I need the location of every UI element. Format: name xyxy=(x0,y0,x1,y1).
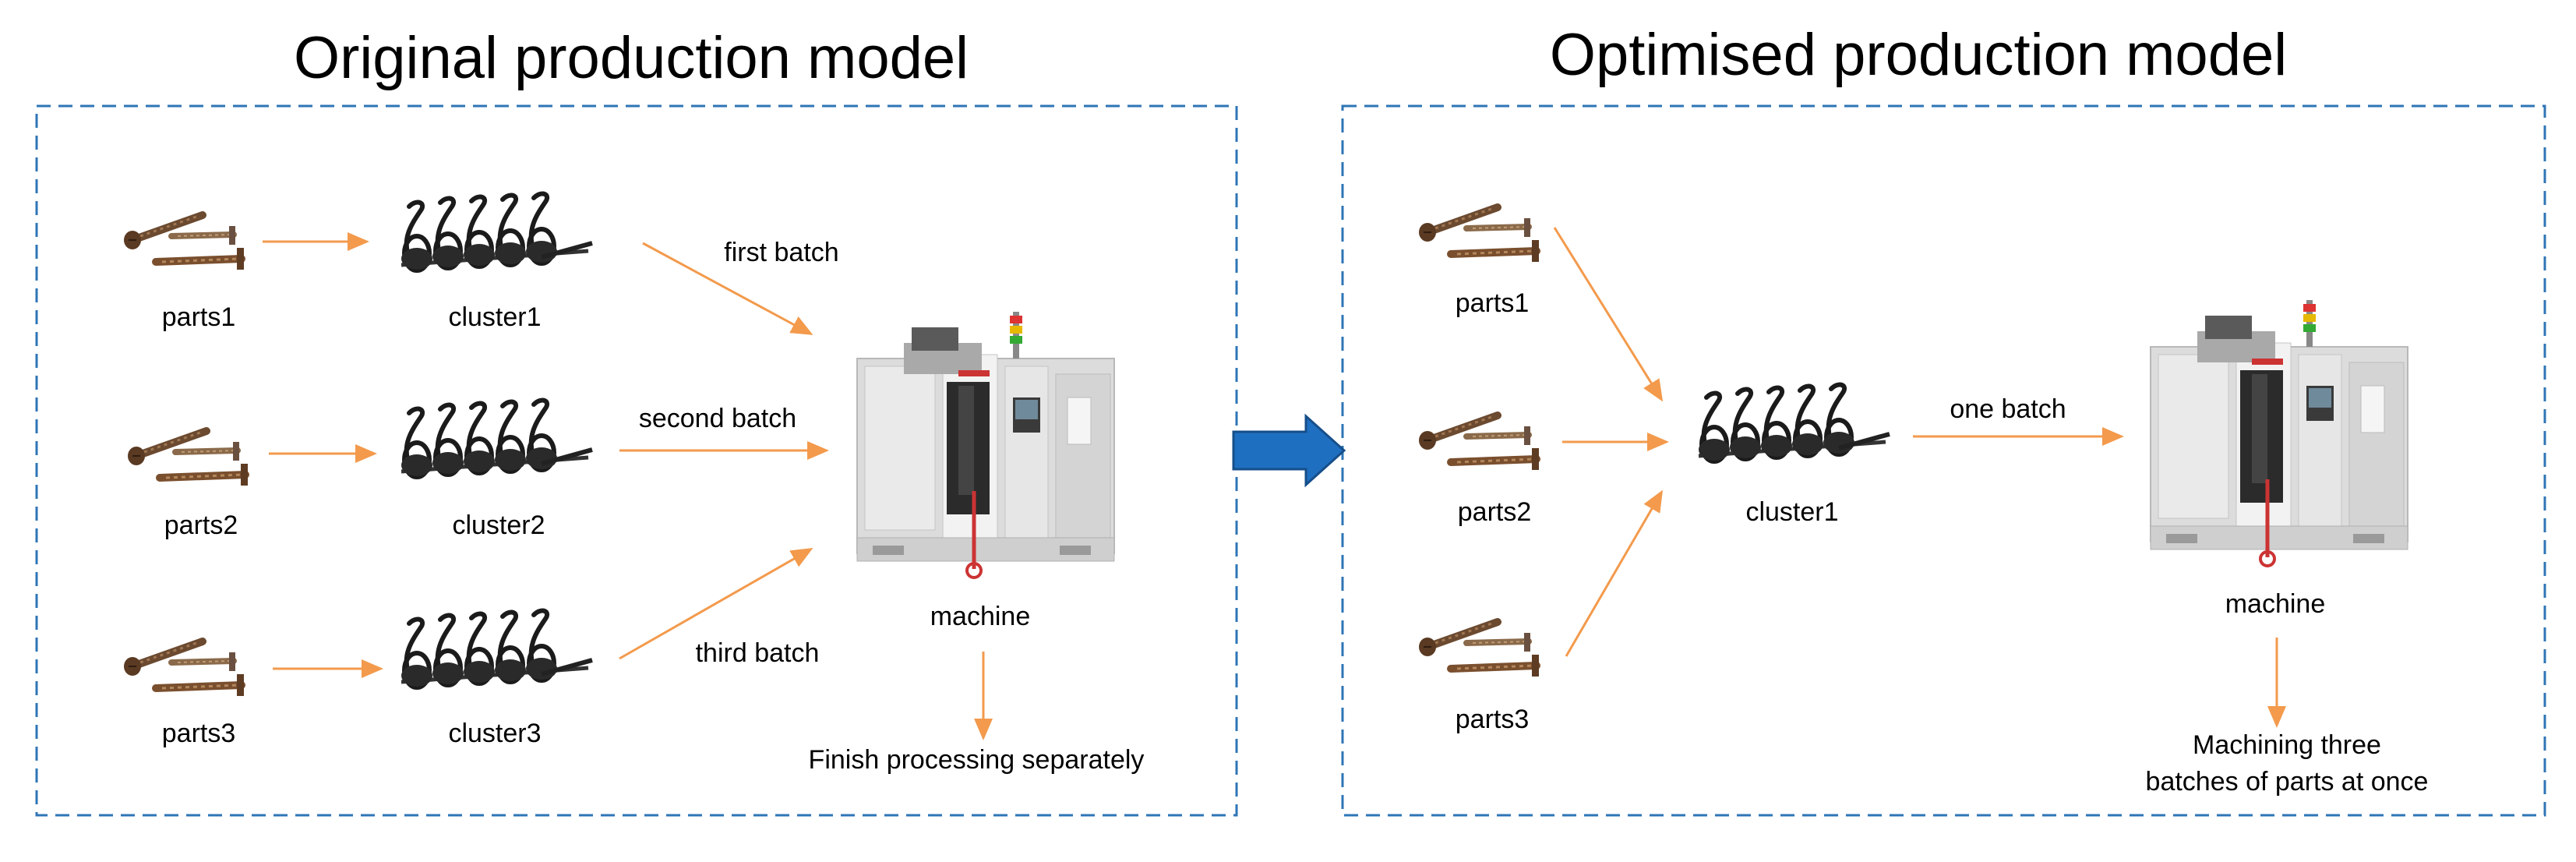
left-result-text: Finish processing separately xyxy=(809,745,1145,775)
screw-icon xyxy=(1419,207,1539,262)
left-batch-label-3: third batch xyxy=(696,638,820,668)
spring-cluster-icon xyxy=(401,194,592,270)
left-part-3: parts3 xyxy=(124,641,244,748)
right-batch-label: one batch xyxy=(1950,394,2066,424)
spring-cluster-icon xyxy=(401,401,592,477)
left-cluster-3: cluster3 xyxy=(401,611,592,748)
left-cluster-label-2: cluster2 xyxy=(452,510,545,540)
left-cluster-label-3: cluster3 xyxy=(448,719,541,748)
left-part-1: parts1 xyxy=(124,215,244,332)
left-cluster-label-1: cluster1 xyxy=(448,302,541,332)
left-cluster-2: cluster2 xyxy=(401,401,592,540)
screw-icon xyxy=(1419,415,1539,470)
right-part-3: parts3 xyxy=(1419,622,1539,734)
cnc-machine-icon xyxy=(2151,300,2408,566)
right-part-label-2: parts2 xyxy=(1458,497,1532,527)
screw-icon xyxy=(1419,622,1539,677)
left-batch-label-2: second batch xyxy=(639,404,796,433)
screw-icon xyxy=(124,215,244,270)
left-machine: machine xyxy=(857,312,1114,631)
arrow-cluster3-to-machine xyxy=(619,548,813,660)
right-panel-frame xyxy=(1341,104,2546,817)
left-part-label-2: parts2 xyxy=(164,510,238,540)
left-cluster-1: cluster1 xyxy=(401,194,592,332)
cnc-machine-icon xyxy=(857,312,1114,578)
right-machine: machine xyxy=(2151,300,2408,619)
screw-icon xyxy=(128,431,248,486)
left-panel-title: Original production model xyxy=(294,25,969,91)
arrow-cluster1-to-machine xyxy=(642,242,813,335)
arrow-part3-to-cluster xyxy=(1565,489,1664,657)
left-part-label-1: parts1 xyxy=(162,302,236,332)
right-result-line-2: batches of parts at once xyxy=(2146,767,2429,797)
left-machine-label: machine xyxy=(930,602,1031,631)
transition-arrow-icon xyxy=(1232,413,1346,488)
right-part-label-1: parts1 xyxy=(1456,288,1530,318)
right-result-line-1: Machining three xyxy=(2193,730,2381,760)
left-batch-label-1: first batch xyxy=(724,238,838,267)
spring-cluster-icon xyxy=(401,611,592,687)
right-cluster: cluster1 xyxy=(1699,385,1890,527)
screw-icon xyxy=(124,641,244,696)
left-part-2: parts2 xyxy=(128,431,248,540)
arrow-part1-to-cluster xyxy=(1553,227,1664,402)
right-part-2: parts2 xyxy=(1419,415,1539,527)
right-part-1: parts1 xyxy=(1419,207,1539,318)
right-machine-label: machine xyxy=(2225,589,2326,619)
right-cluster-label: cluster1 xyxy=(1745,497,1838,527)
left-part-label-3: parts3 xyxy=(162,719,236,748)
right-part-label-3: parts3 xyxy=(1456,705,1530,734)
right-panel-title: Optimised production model xyxy=(1550,22,2287,88)
spring-cluster-icon xyxy=(1699,385,1890,461)
